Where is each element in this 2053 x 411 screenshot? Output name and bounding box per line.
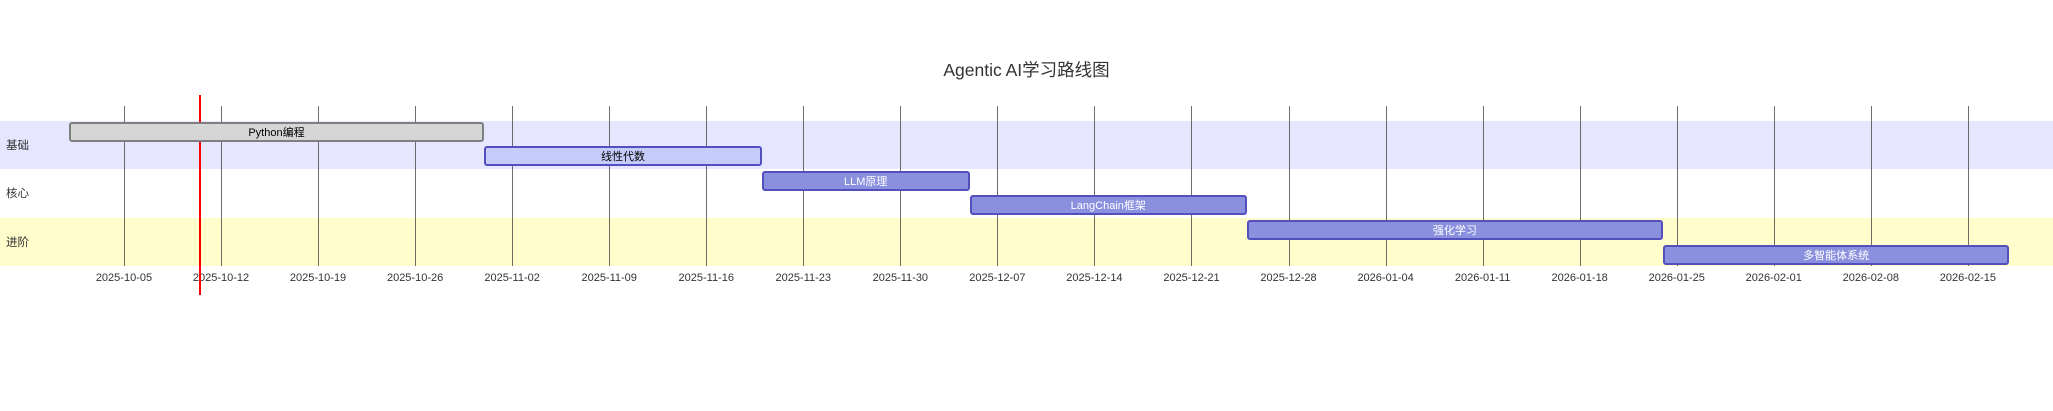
grid-tick-line [1773, 106, 1775, 266]
task-bar-label: LLM原理 [843, 175, 888, 188]
task-bar-label: Python编程 [248, 126, 305, 139]
task-bar: 强化学习 [1246, 219, 1663, 240]
grid-tick-line [1094, 106, 1096, 266]
axis-tick-label: 2026-01-04 [1357, 272, 1414, 284]
axis-tick-label: 2025-10-05 [95, 272, 153, 284]
grid-tick-line [512, 106, 514, 266]
task-bar-label: 强化学习 [1432, 224, 1477, 237]
grid-tick-line [1676, 106, 1678, 266]
axis-tick-label: 2025-12-21 [1163, 272, 1220, 284]
grid-tick-line [706, 106, 708, 266]
axis-tick-label: 2025-10-19 [289, 272, 347, 284]
section-label: 进阶 [6, 236, 29, 249]
grid-tick-line [123, 106, 125, 266]
task-bar: 多智能体系统 [1662, 244, 2010, 265]
task-bar: 线性代数 [484, 146, 762, 167]
grid-tick-line [1191, 106, 1193, 266]
task-bar-label: 线性代数 [601, 151, 646, 164]
task-bar-label: 多智能体系统 [1803, 249, 1870, 262]
grid-tick-line [1288, 106, 1290, 266]
axis-tick-label: 2025-10-26 [386, 272, 444, 284]
axis-tick-label: 2025-10-12 [192, 272, 250, 284]
axis-tick-label: 2025-12-28 [1260, 272, 1317, 284]
axis-tick-label: 2025-12-14 [1066, 272, 1123, 284]
task-bar: Python编程 [68, 121, 485, 142]
axis-tick-label: 2025-11-09 [581, 272, 637, 284]
axis-tick-label: 2025-11-30 [872, 272, 929, 284]
grid-tick-line [1579, 106, 1581, 266]
axis-tick-label: 2026-01-11 [1454, 272, 1511, 284]
chart-title: Agentic AI学习路线图 [943, 60, 1110, 80]
axis-tick-label: 2026-01-25 [1648, 272, 1705, 284]
axis-tick-label: 2026-02-15 [1939, 272, 1996, 284]
task-bar: LangChain框架 [969, 195, 1247, 216]
grid-tick-line [318, 106, 320, 266]
task-bar: LLM原理 [761, 170, 970, 191]
axis-tick-label: 2026-02-08 [1842, 272, 1899, 284]
axis-tick-label: 2026-02-01 [1745, 272, 1802, 284]
axis-tick-label: 2026-01-18 [1551, 272, 1608, 284]
grid-tick-line [1967, 106, 1969, 266]
grid-tick-line [1385, 106, 1387, 266]
grid-tick-line [415, 106, 417, 266]
grid-tick-line [1870, 106, 1872, 266]
axis-tick-label: 2025-12-07 [969, 272, 1026, 284]
axis-tick-label: 2025-11-02 [484, 272, 540, 284]
today-marker-line [198, 95, 201, 295]
grid-tick-line [609, 106, 611, 266]
task-bar-label: LangChain框架 [1070, 200, 1146, 213]
section-label: 基础 [6, 140, 29, 153]
grid-tick-line [1482, 106, 1484, 266]
axis-tick-label: 2025-11-23 [775, 272, 832, 284]
grid-tick-line [221, 106, 222, 266]
axis-tick-label: 2025-11-16 [678, 272, 734, 284]
grid-tick-line [997, 106, 999, 266]
section-label: 核心 [6, 188, 29, 201]
